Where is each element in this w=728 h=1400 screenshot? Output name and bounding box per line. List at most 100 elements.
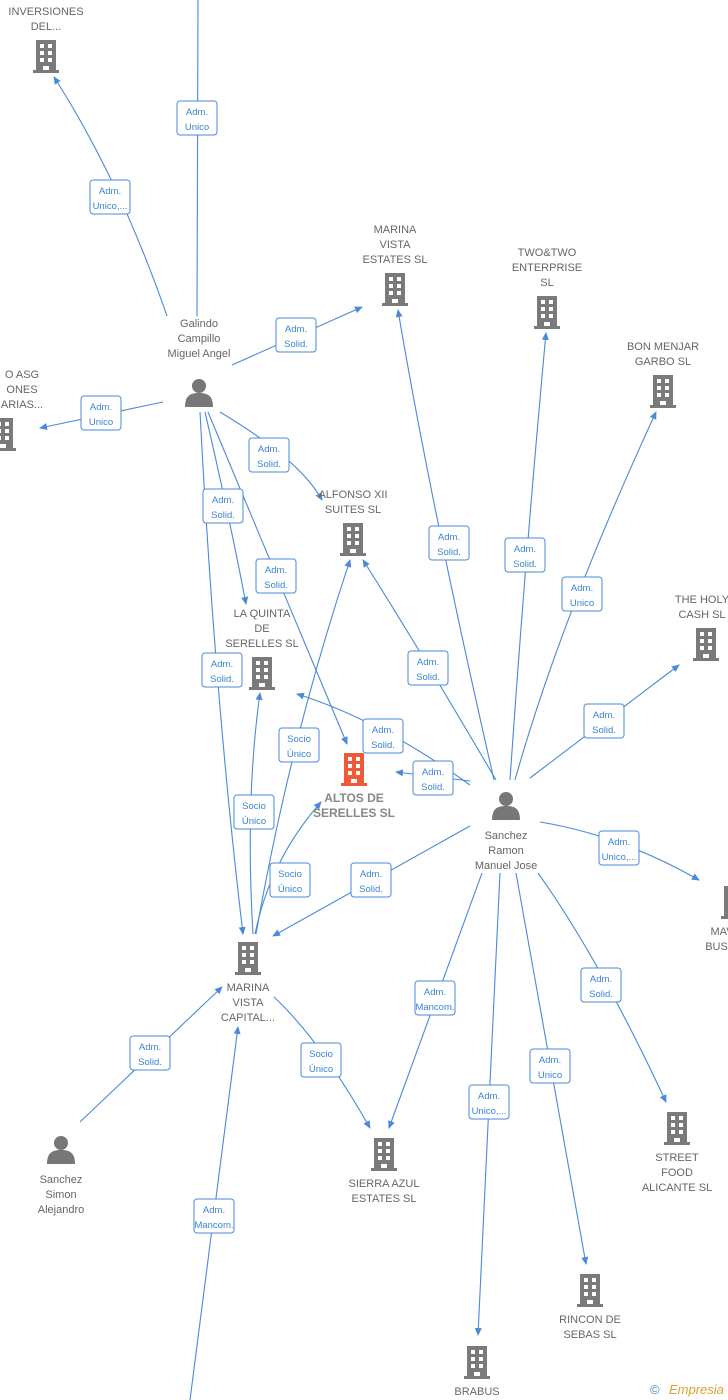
building-icon: [341, 753, 367, 786]
edge-label-text: Adm.: [417, 657, 439, 668]
edge-label-sanchez_ramon-to-la_quinta[interactable]: Adm.Solid.: [362, 718, 404, 754]
edge-label-galindo-to-inversiones[interactable]: Adm.Unico,...: [89, 179, 131, 215]
edge-label-sanchez_ramon-to-altos[interactable]: Adm.Solid.: [412, 760, 454, 796]
node-inversiones[interactable]: INVERSIONESDEL...: [8, 6, 84, 73]
edge-label-sanchez_ramon-to-mav_busin[interactable]: Adm. Unico,...: [598, 830, 640, 866]
edge-label-box: [561, 576, 603, 612]
edge-label-galindo-to-altos[interactable]: Adm.Solid.: [255, 558, 297, 594]
edge-label-sanchez_ramon-to-twotwo[interactable]: Adm.Solid.: [504, 537, 546, 573]
building-icon: [0, 418, 16, 451]
edge-label-sanchez_ramon-to-brabus[interactable]: Adm.Unico,...: [468, 1084, 510, 1120]
edge-label-galindo-to-offscreen_top[interactable]: Adm.Unico: [176, 100, 218, 136]
node-label-line: BRABUS: [454, 1386, 499, 1398]
edge-label-sanchez_ramon-to-marina_vista_capital[interactable]: Adm.Solid.: [350, 862, 392, 898]
edge-label-box: [428, 525, 470, 561]
edge-label-text: Adm.: [203, 1205, 225, 1216]
edge-label-box: [275, 317, 317, 353]
edge-label-box: [193, 1198, 235, 1234]
node-label-line: CASH SL: [678, 609, 725, 621]
edge-label-text: Adm.: [265, 565, 287, 576]
edge-label-text: Socio: [309, 1049, 333, 1060]
person-icon: [492, 792, 520, 820]
node-label-line: LA QUINTA: [234, 608, 291, 620]
building-icon: [340, 523, 366, 556]
edge-label-sanchez_ramon-to-marina_vista_estates[interactable]: Adm.Solid.: [428, 525, 470, 561]
edge-label-text: Unico,...: [472, 1106, 507, 1117]
edge-label-text: Socio: [278, 869, 302, 880]
edge-label-text: Adm.: [608, 837, 630, 848]
edge-label-galindo-to-alfonso[interactable]: Adm.Solid.: [248, 437, 290, 473]
edge-label-sanchez_simon-to-marina_vista_capital[interactable]: Adm.Solid.: [129, 1035, 171, 1071]
node-label-line: Miguel Angel: [168, 348, 231, 360]
edge-label-box: [414, 980, 456, 1016]
node-mav-busin[interactable]: MAVBUSIN: [705, 886, 728, 953]
edge-label-sanchez_ramon-to-sierra_azul[interactable]: Adm.Mancom.: [414, 980, 456, 1016]
node-label-line: Galindo: [180, 318, 218, 330]
edge-label-box: [176, 100, 218, 136]
edge-label-box: [278, 727, 320, 763]
edge-label-text: Adm.: [212, 495, 234, 506]
node-label-line: Sanchez: [485, 830, 528, 842]
node-label-line: SL: [540, 277, 553, 289]
edge-label-text: Adm.: [424, 987, 446, 998]
edge-label-text: Único: [287, 749, 311, 760]
node-label-line: Ramon: [488, 845, 523, 857]
node-label-line: DEL...: [31, 21, 62, 33]
edge-label-box: [468, 1084, 510, 1120]
edge-label-offscreen_bottom-to-marina_vista_capital[interactable]: Adm.Mancom.: [193, 1198, 235, 1234]
edge-label-box: [583, 703, 625, 739]
node-marina-vista-capital[interactable]: MARINAVISTACAPITAL...: [221, 942, 275, 1024]
edge-label-sanchez_ramon-to-alfonso[interactable]: Adm. Solid.: [407, 650, 449, 686]
edge-label-text: Solid.: [210, 674, 234, 685]
edge-label-text: Solid.: [437, 547, 461, 558]
edge-label-galindo-to-la_quinta[interactable]: Adm.Solid.: [202, 488, 244, 524]
edge-label-text: Solid.: [359, 884, 383, 895]
building-icon: [650, 375, 676, 408]
node-holy-cash[interactable]: THE HOLY CASH SL: [675, 594, 728, 661]
edge-label-text: Unico,...: [602, 852, 637, 863]
building-icon: [464, 1346, 490, 1379]
node-asg[interactable]: O ASGONESARIAS...: [0, 369, 43, 451]
node-label-line: DE: [254, 623, 269, 635]
edge-label-sanchez_ramon-to-rincon[interactable]: Adm.Unico: [529, 1048, 571, 1084]
node-label-line: THE HOLY: [675, 594, 728, 606]
edge-label-sanchez_ramon-to-holy_cash[interactable]: Adm.Solid.: [583, 703, 625, 739]
edge-label-box: [255, 558, 297, 594]
edge-label-text: Solid.: [592, 725, 616, 736]
edge-label-text: Unico: [570, 598, 594, 609]
edge-label-galindo-to-asg[interactable]: Adm.Unico: [80, 395, 122, 431]
edge-label-text: Solid.: [284, 339, 308, 350]
edge-label-sanchez_ramon-to-bon_menjar[interactable]: Adm.Unico: [561, 576, 603, 612]
edge-label-text: Solid.: [416, 672, 440, 683]
node-label-line: ALFONSO XII: [318, 489, 387, 501]
edge-label-galindo-to-marina_vista_estates[interactable]: Adm.Solid.: [275, 317, 317, 353]
node-label-line: Manuel Jose: [475, 860, 537, 872]
edge-label-box: [362, 718, 404, 754]
node-brabus[interactable]: BRABUS: [454, 1346, 500, 1398]
edge-label-galindo-to-marina_vista_capital[interactable]: Adm.Solid.: [201, 652, 243, 688]
copyright-symbol: ©: [650, 1382, 660, 1397]
building-icon: [534, 296, 560, 329]
edge-label-box: [202, 488, 244, 524]
building-icon: [33, 40, 59, 73]
node-label-line: MARINA: [227, 982, 270, 994]
edge-label-box: [350, 862, 392, 898]
edge-label-sanchez_ramon-to-street_food[interactable]: Adm.Solid.: [580, 967, 622, 1003]
